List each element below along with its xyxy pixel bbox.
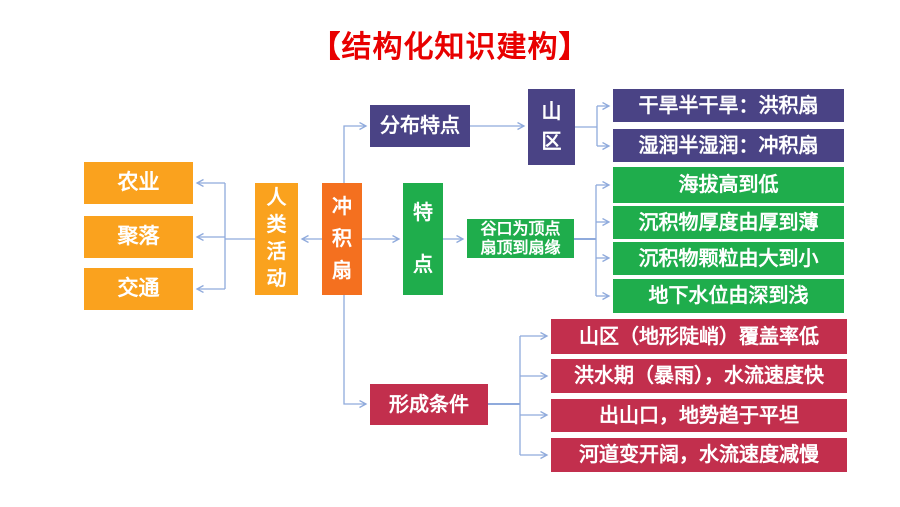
node-mountain-area: 山 区 xyxy=(528,89,575,165)
node-elevation: 海拔高到低 xyxy=(613,167,844,203)
node-steep-terrain: 山区（地形陡峭）覆盖率低 xyxy=(551,319,847,354)
node-human-activity: 人 类 活 动 xyxy=(255,183,298,295)
page-title: 【结构化知识建构】 xyxy=(310,31,590,64)
node-sediment-thickness: 沉积物厚度由厚到薄 xyxy=(613,206,844,239)
node-flood-period: 洪水期（暴雨），水流速度快 xyxy=(551,359,847,393)
node-arid-fan: 干旱半干旱：洪积扇 xyxy=(613,89,844,122)
node-settlement: 聚落 xyxy=(84,216,193,258)
node-sediment-particle: 沉积物颗粒由大到小 xyxy=(613,242,844,275)
node-mountain-outlet: 出山口，地势趋于平坦 xyxy=(551,399,847,432)
node-channel-widen: 河道变开阔，水流速度减慢 xyxy=(551,438,847,472)
node-alluvial-fan: 冲 积 扇 xyxy=(322,183,362,295)
node-transport: 交通 xyxy=(84,268,193,310)
node-agriculture: 农业 xyxy=(84,162,193,204)
node-distribution: 分布特点 xyxy=(370,105,470,147)
node-humid-fan: 湿润半湿润：冲积扇 xyxy=(613,129,844,162)
node-formation: 形成条件 xyxy=(370,384,488,425)
node-groundwater: 地下水位由深到浅 xyxy=(613,279,844,313)
node-apex-note: 谷口为顶点 扇顶到扇缘 xyxy=(467,219,574,258)
node-features: 特 点 xyxy=(403,183,443,295)
